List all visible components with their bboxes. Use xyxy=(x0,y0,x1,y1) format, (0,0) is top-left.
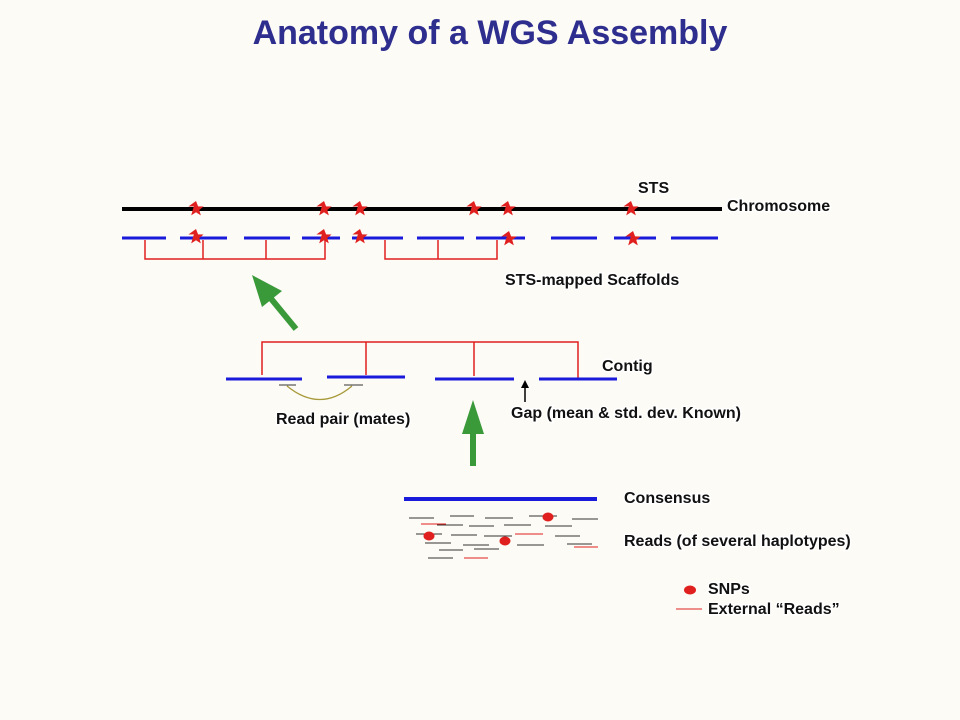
sts-star-icon xyxy=(316,229,332,244)
gap-label: Gap (mean & std. dev. Known) xyxy=(511,405,741,422)
gap-arrow-icon xyxy=(521,380,529,402)
contig-segments xyxy=(226,375,617,381)
sts-label: STS xyxy=(638,180,669,197)
snp-dot-icon xyxy=(684,585,696,595)
contig-links xyxy=(261,341,579,378)
scaffold-links xyxy=(144,240,498,260)
legend: SNPs External “Reads” xyxy=(676,580,841,620)
page-title: Anatomy of a WGS Assembly xyxy=(252,14,728,52)
scaffolds-label: STS-mapped Scaffolds xyxy=(505,272,679,289)
legend-external-label: External “Reads” xyxy=(708,601,840,618)
contig-label: Contig xyxy=(602,358,653,375)
consensus-label: Consensus xyxy=(624,490,710,507)
arrow-up-icon xyxy=(462,400,484,466)
chromosome-label: Chromosome xyxy=(727,198,830,215)
read-pair xyxy=(279,384,363,400)
sts-star-icon xyxy=(352,229,368,244)
arrow-up-left-icon xyxy=(252,275,299,331)
reads-stack xyxy=(409,512,598,559)
reads-label: Reads (of several haplotypes) xyxy=(624,533,851,550)
legend-snps-label: SNPs xyxy=(708,581,750,598)
read-pair-label: Read pair (mates) xyxy=(276,411,410,428)
sts-star-icon xyxy=(188,229,204,244)
